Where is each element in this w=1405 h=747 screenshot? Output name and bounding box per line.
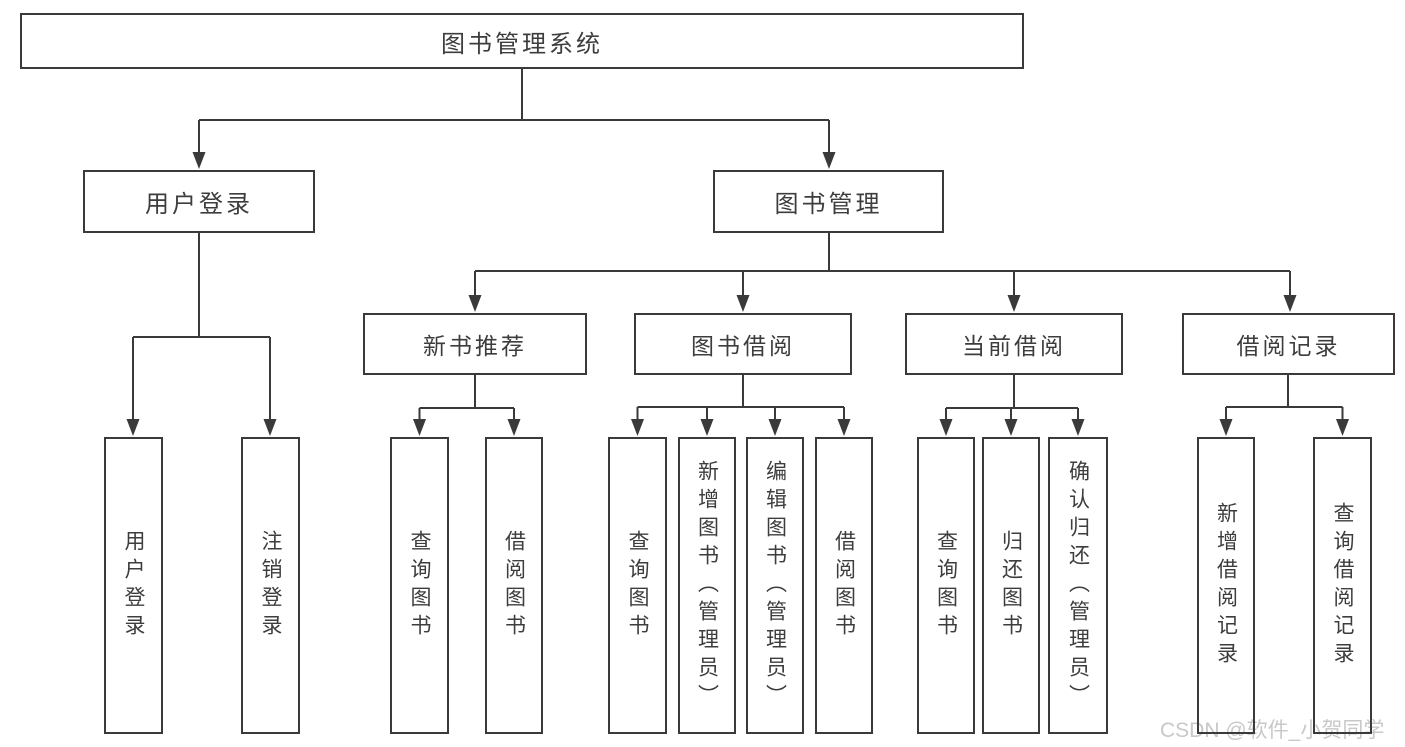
node-user-login: 用户登录 bbox=[83, 170, 315, 233]
node-label: 查询图书 bbox=[626, 529, 649, 642]
leaf-borrow-books: 借阅图书 bbox=[815, 437, 873, 734]
node-label: 注销登录 bbox=[259, 529, 282, 642]
node-label: 新增图书（管理员） bbox=[695, 459, 719, 712]
leaf-return-books: 归还图书 bbox=[982, 437, 1040, 734]
node-new-book-recommend: 新书推荐 bbox=[363, 313, 587, 375]
leaf-edit-books-admin: 编辑图书（管理员） bbox=[746, 437, 804, 734]
leaf-user-login: 用户登录 bbox=[104, 437, 163, 734]
node-label: 查询图书 bbox=[408, 529, 431, 642]
node-label: 确认归还（管理员） bbox=[1066, 459, 1090, 712]
node-label: 用户登录 bbox=[145, 191, 253, 218]
node-label: 新书推荐 bbox=[423, 333, 527, 359]
leaf-add-borrow-record: 新增借阅记录 bbox=[1197, 437, 1255, 734]
csdn-watermark: CSDN @软件_小贺同学 bbox=[1160, 719, 1385, 742]
node-current-borrow: 当前借阅 bbox=[905, 313, 1123, 375]
node-label: 查询借阅记录 bbox=[1331, 501, 1354, 670]
node-label: 用户登录 bbox=[122, 529, 145, 642]
node-label: 新增借阅记录 bbox=[1214, 501, 1238, 670]
node-label: 借阅图书 bbox=[832, 529, 856, 642]
node-label: 图书借阅 bbox=[691, 333, 795, 359]
node-borrow-records: 借阅记录 bbox=[1182, 313, 1395, 375]
node-book-borrow: 图书借阅 bbox=[634, 313, 852, 375]
node-label: 借阅记录 bbox=[1236, 333, 1341, 359]
node-label: 归还图书 bbox=[999, 529, 1023, 642]
leaf-query-borrow-record: 查询借阅记录 bbox=[1313, 437, 1372, 734]
leaf-query-books-borrow: 查询图书 bbox=[608, 437, 667, 734]
leaf-query-books-current: 查询图书 bbox=[917, 437, 975, 734]
node-label: 图书管理系统 bbox=[441, 30, 603, 58]
node-label: 当前借阅 bbox=[962, 333, 1066, 359]
node-label: 借阅图书 bbox=[502, 529, 526, 642]
leaf-add-books-admin: 新增图书（管理员） bbox=[678, 437, 736, 734]
leaf-borrow-books-recommend: 借阅图书 bbox=[485, 437, 543, 734]
node-library-management-system: 图书管理系统 bbox=[20, 13, 1024, 69]
leaf-confirm-return-admin: 确认归还（管理员） bbox=[1048, 437, 1108, 734]
node-book-management: 图书管理 bbox=[713, 170, 944, 233]
node-label: 查询图书 bbox=[934, 529, 958, 642]
node-label: 编辑图书（管理员） bbox=[763, 459, 787, 712]
arrowhead-icons bbox=[126, 152, 1349, 436]
leaf-query-books-recommend: 查询图书 bbox=[390, 437, 449, 734]
node-label: 图书管理 bbox=[774, 191, 883, 218]
leaf-logout: 注销登录 bbox=[241, 437, 300, 734]
